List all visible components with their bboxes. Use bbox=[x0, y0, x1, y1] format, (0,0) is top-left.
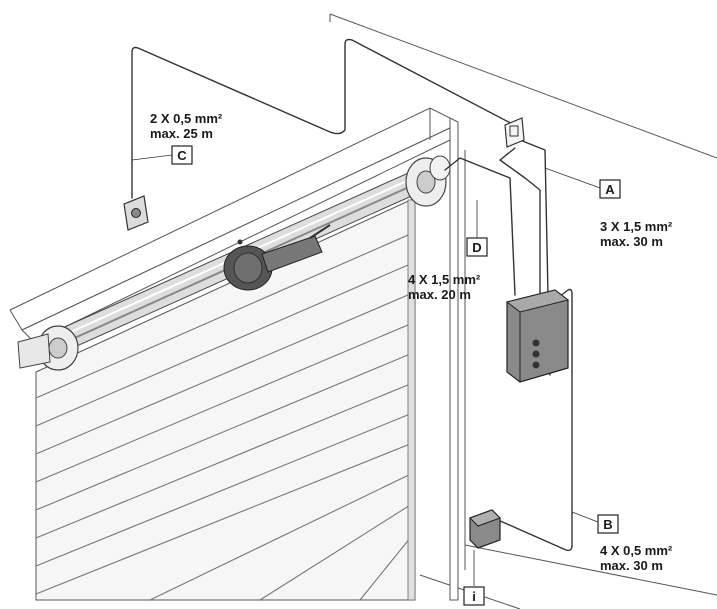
label-a: A 3 X 1,5 mm² max. 30 m bbox=[544, 167, 673, 249]
label-a-dist: max. 30 m bbox=[600, 234, 663, 249]
wall-switch-icon bbox=[123, 195, 149, 231]
motor bbox=[223, 224, 331, 291]
label-a-spec: 3 X 1,5 mm² bbox=[600, 219, 673, 234]
label-b: B 4 X 0,5 mm² max. 30 m bbox=[571, 511, 673, 573]
label-d-dist: max. 20 m bbox=[408, 287, 471, 302]
label-c-spec: 2 X 0,5 mm² bbox=[150, 111, 223, 126]
power-socket-icon bbox=[504, 117, 525, 148]
wiring bbox=[131, 38, 573, 552]
label-a-letter: A bbox=[605, 182, 615, 197]
door-frame bbox=[9, 107, 459, 601]
label-b-letter: B bbox=[603, 517, 612, 532]
info-icon: i bbox=[463, 550, 485, 606]
label-d: D 4 X 1,5 mm² max. 20 m bbox=[408, 200, 488, 302]
label-d-letter: D bbox=[472, 240, 481, 255]
shutter-curtain bbox=[35, 197, 416, 601]
photocell-icon bbox=[469, 509, 501, 549]
control-unit-icon bbox=[505, 289, 570, 383]
label-b-spec: 4 X 0,5 mm² bbox=[600, 543, 673, 558]
label-c-dist: max. 25 m bbox=[150, 126, 213, 141]
label-c: 2 X 0,5 mm² max. 25 m C bbox=[131, 111, 223, 165]
info-symbol: i bbox=[472, 589, 476, 604]
label-b-dist: max. 30 m bbox=[600, 558, 663, 573]
label-c-letter: C bbox=[177, 148, 187, 163]
label-d-spec: 4 X 1,5 mm² bbox=[408, 272, 481, 287]
